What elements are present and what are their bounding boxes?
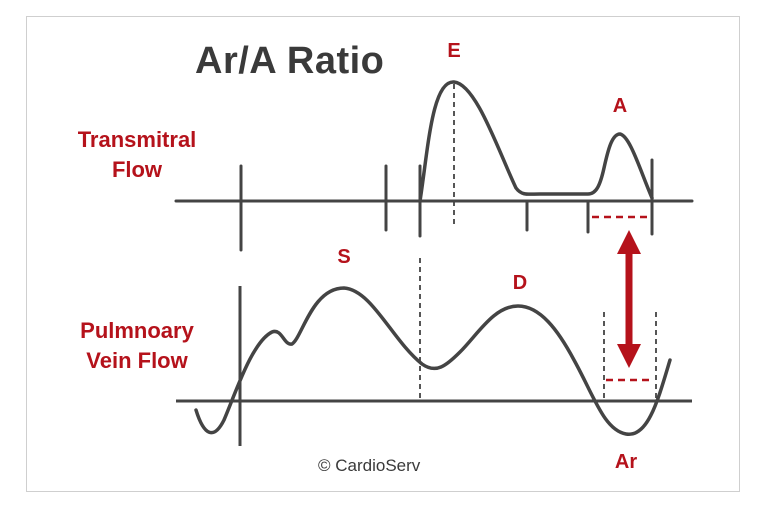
copyright-notice: © CardioServ [318,456,421,475]
transmitral-flow-label: Transmitral Flow [66,125,208,185]
ar-wave-label: Ar [614,451,638,473]
comparison-double-arrow [617,230,641,368]
d-wave-label: D [512,272,528,294]
e-wave-label: E [447,40,461,62]
transmitral-label-line1: Transmitral [77,127,197,152]
s-wave-label: S [337,246,351,268]
transmitral-flow-curve [418,80,654,203]
pulmonary-vein-flow-curve [194,286,672,436]
pulmonary-vein-flow-label: Pulmnoary Vein Flow [66,316,208,376]
pulmonary-label-line2: Vein Flow [86,348,188,373]
diagram-title: Ar/A Ratio [195,40,385,82]
diagram-frame [26,16,740,492]
transmitral-label-line2: Flow [111,157,163,182]
pulmonary-label-line1: Pulmnoary [80,318,194,343]
a-wave-label: A [612,95,628,117]
